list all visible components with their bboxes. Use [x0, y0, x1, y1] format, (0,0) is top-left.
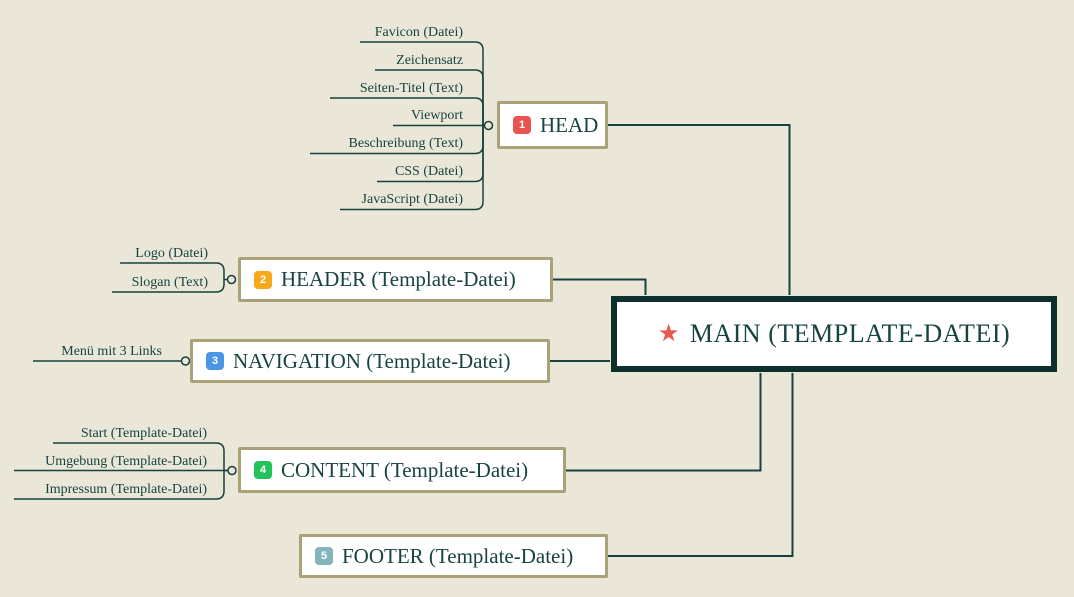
leaf-favicon[interactable]: Favicon (Datei)	[374, 25, 463, 40]
node-header[interactable]: 2 HEADER (Template-Datei)	[238, 257, 553, 302]
wire-favicon	[360, 41, 484, 126]
leaf-beschreibung[interactable]: Beschreibung (Text)	[348, 136, 463, 151]
wire-javascript	[340, 125, 484, 211]
junction-content	[227, 465, 237, 476]
badge-3: 3	[206, 352, 224, 370]
node-footer[interactable]: 5 FOOTER (Template-Datei)	[299, 534, 608, 578]
wire-start	[53, 442, 228, 472]
wire-header-main	[553, 278, 647, 295]
wire-logo	[120, 262, 227, 281]
node-navigation-label: NAVIGATION (Template-Datei)	[233, 348, 511, 373]
wire-zeichensatz	[375, 69, 484, 126]
leaf-seiten-titel[interactable]: Seiten-Titel (Text)	[359, 81, 463, 96]
leaf-css[interactable]: CSS (Datei)	[394, 164, 463, 179]
junction-head	[483, 120, 494, 131]
node-main[interactable]: ★ MAIN (TEMPLATE-DATEI)	[611, 296, 1057, 372]
badge-5: 5	[315, 547, 333, 565]
badge-4: 4	[254, 461, 272, 479]
leaf-logo[interactable]: Logo (Datei)	[135, 246, 208, 261]
node-content[interactable]: 4 CONTENT (Template-Datei)	[238, 447, 566, 493]
badge-2: 2	[254, 270, 272, 289]
leaf-slogan[interactable]: Slogan (Text)	[131, 275, 208, 290]
leaf-viewport[interactable]: Viewport	[410, 108, 463, 123]
star-icon: ★	[657, 321, 680, 347]
wire-head-main	[608, 124, 791, 295]
node-footer-label: FOOTER (Template-Datei)	[342, 543, 574, 568]
node-navigation[interactable]: 3 NAVIGATION (Template-Datei)	[190, 339, 550, 383]
leaf-start[interactable]: Start (Template-Datei)	[80, 426, 207, 441]
node-head-label: HEAD	[540, 112, 599, 137]
badge-1: 1	[513, 116, 531, 134]
node-main-label: MAIN (TEMPLATE-DATEI)	[689, 319, 1011, 348]
wire-slogan	[112, 279, 225, 293]
leaf-impressum[interactable]: Impressum (Template-Datei)	[45, 482, 207, 497]
node-head[interactable]: 1 HEAD	[497, 101, 608, 149]
junction-header	[226, 274, 237, 285]
junction-navigation	[180, 356, 191, 366]
wire-footer-main	[608, 373, 794, 557]
leaf-umgebung[interactable]: Umgebung (Template-Datei)	[45, 454, 207, 469]
leaf-javascript[interactable]: JavaScript (Datei)	[361, 192, 463, 207]
wire-seiten-titel	[330, 97, 484, 126]
node-header-label: HEADER (Template-Datei)	[281, 267, 516, 291]
wire-content-main	[566, 373, 762, 472]
leaf-menue[interactable]: Menü mit 3 Links	[61, 344, 162, 359]
leaf-zeichensatz[interactable]: Zeichensatz	[396, 53, 463, 68]
node-content-label: CONTENT (Template-Datei)	[281, 457, 529, 482]
wire-impressum	[14, 470, 225, 500]
